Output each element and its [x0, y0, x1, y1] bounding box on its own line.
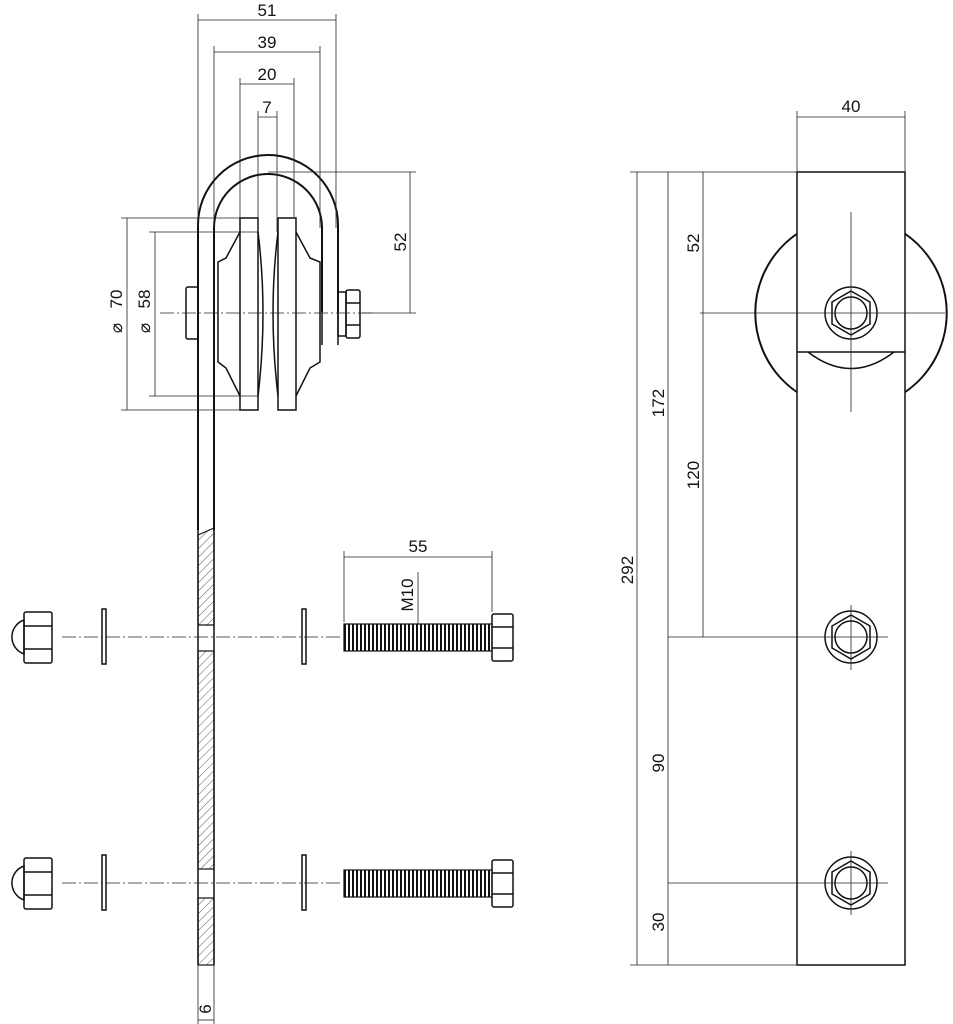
dim-width-51: 51 [258, 1, 277, 20]
bolt-upper [343, 613, 514, 662]
dim-width-39: 39 [258, 33, 277, 52]
dim-offset-top-52: 52 [684, 234, 703, 253]
side-view: 51 39 20 7 52 ⌀ 70 ⌀ 58 6 [11, 1, 514, 1024]
washer-left-lower [101, 854, 107, 911]
dim-diameter-70: 70 [107, 290, 126, 309]
front-view: 40 52 172 120 292 90 30 [618, 97, 948, 966]
bolt-lower [343, 859, 514, 908]
dim-diameter-58: 58 [135, 290, 154, 309]
dim-total-height-292: 292 [618, 556, 637, 584]
vertical-dimensions [630, 171, 797, 966]
dim-bottom-offset-30: 30 [649, 913, 668, 932]
upper-fastener-set [11, 608, 514, 665]
wheel-arc-overhang-right [904, 233, 948, 393]
plate-width-dimension [796, 111, 906, 172]
strap-section-hatch [197, 527, 215, 966]
bolt-length-dimension [343, 551, 493, 624]
dim-to-first-hole-172: 172 [649, 389, 668, 417]
cap-nut-upper [11, 611, 53, 664]
wheel [217, 217, 321, 411]
diameter-dimensions [121, 217, 258, 411]
top-width-dimensions [197, 14, 337, 232]
diameter-70-symbol: ⌀ [107, 323, 126, 333]
washer-right-upper [301, 608, 307, 665]
dim-bolt-length-55: 55 [409, 537, 428, 556]
cap-nut-lower [11, 857, 53, 910]
dim-bolt-thread-m10: M10 [398, 578, 417, 611]
dim-width-7: 7 [262, 98, 271, 117]
dim-thickness-6: 6 [196, 1004, 215, 1013]
hanger-strap [197, 154, 339, 965]
dim-plate-width-40: 40 [842, 97, 861, 116]
dim-wheel-to-hole-120: 120 [684, 461, 703, 489]
dim-hole-spacing-90: 90 [649, 754, 668, 773]
strap-thickness-dimension [197, 965, 215, 1024]
lower-fastener-set [11, 854, 514, 911]
diameter-58-symbol: ⌀ [135, 323, 154, 333]
washer-right-lower [301, 854, 307, 911]
washer-left-upper [101, 608, 107, 665]
hanger-height-dimension [268, 171, 416, 314]
dim-height-52: 52 [391, 233, 410, 252]
dim-width-20: 20 [258, 65, 277, 84]
front-centerlines [668, 212, 945, 915]
